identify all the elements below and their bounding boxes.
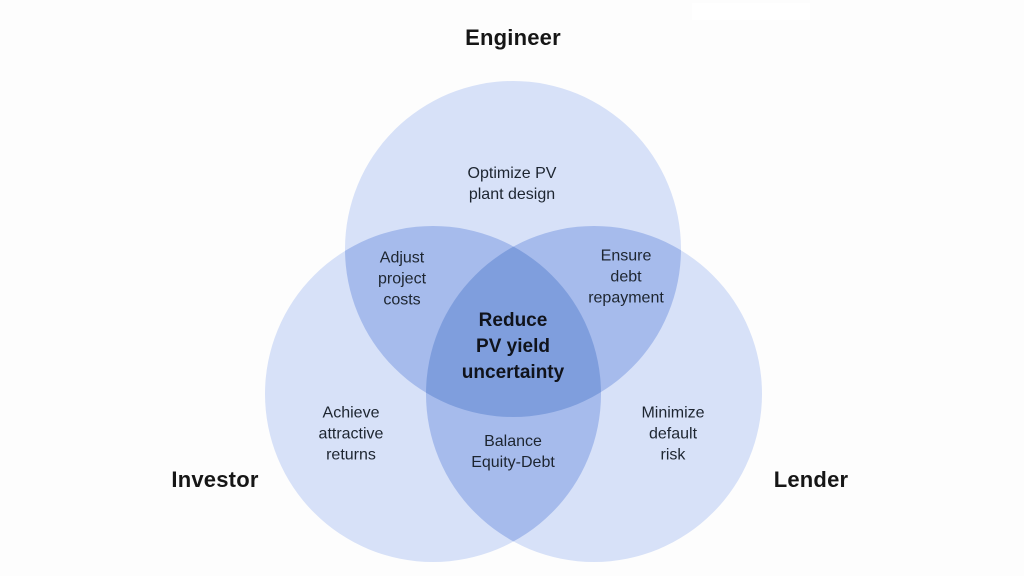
triple-overlap xyxy=(426,226,601,417)
lender-title: Lender xyxy=(773,467,849,492)
center-overlap-label: Reduce PV yield uncertainty xyxy=(461,310,565,383)
engineer-investor-label: Adjust project costs xyxy=(377,249,427,309)
engineer-region-label: Optimize PV plant design xyxy=(467,165,557,203)
investor-region-label: Achieve attractive returns xyxy=(318,404,384,464)
investor-lender-label: Balance Equity-Debt xyxy=(471,433,555,471)
investor-title: Investor xyxy=(171,467,259,492)
engineer-lender-label: Ensure debt repayment xyxy=(588,247,664,307)
white-patch xyxy=(692,3,810,20)
lender-region-label: Minimize default risk xyxy=(641,404,705,464)
engineer-title: Engineer xyxy=(465,25,561,50)
